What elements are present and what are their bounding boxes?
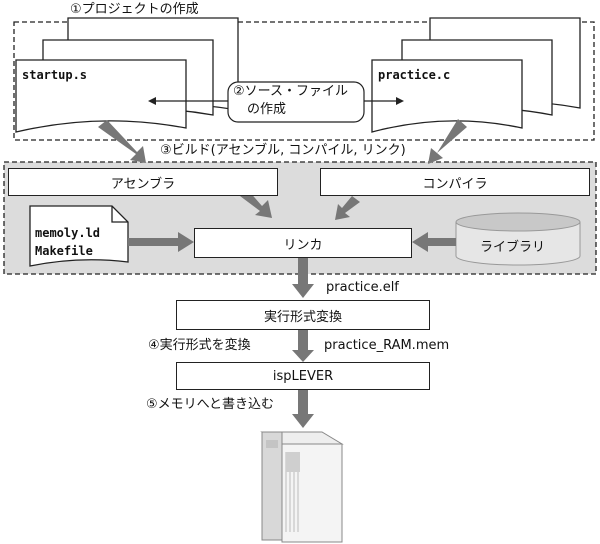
- makefile-filename: Makefile: [35, 244, 93, 258]
- step2-label-line2: の作成: [247, 102, 287, 117]
- project-area: [13, 21, 595, 141]
- step2-bubble: [227, 81, 365, 123]
- linker-box: リンカ: [194, 228, 412, 258]
- library-label: ライブラリ: [480, 240, 546, 255]
- linker-script-document: [29, 205, 129, 267]
- step1-label: ①プロジェクトの作成: [70, 2, 199, 17]
- flow-arrows: [98, 119, 467, 428]
- isplever-label: ispLEVER: [272, 368, 334, 384]
- mem-output-label: practice_RAM.mem: [324, 338, 450, 353]
- elf-output-label: practice.elf: [326, 280, 399, 295]
- assembler-box: アセンブラ: [8, 168, 278, 196]
- compiler-label: コンパイラ: [422, 176, 488, 192]
- linker-label: リンカ: [283, 237, 323, 253]
- step5-label: ⑤メモリへと書き込む: [146, 397, 275, 412]
- compiler-box: コンパイラ: [320, 168, 590, 196]
- server-icon: [260, 431, 344, 543]
- step2-label-line1: ②ソース・ファイル: [233, 84, 349, 99]
- converter-label: 実行形式変換: [263, 309, 342, 325]
- practice-document-stack: [371, 17, 581, 133]
- practice-filename: practice.c: [378, 68, 451, 82]
- library-cylinder: [455, 212, 581, 266]
- step4-label: ④実行形式を変換: [148, 338, 251, 353]
- startup-document-stack: [15, 17, 239, 133]
- startup-filename: startup.s: [22, 68, 88, 82]
- assembler-label: アセンブラ: [110, 176, 176, 192]
- isplever-box: ispLEVER: [176, 362, 430, 390]
- memoly-filename: memoly.ld: [35, 226, 101, 240]
- converter-box: 実行形式変換: [176, 300, 430, 330]
- step3-label: ③ビルド(アセンブル, コンパイル, リンク): [160, 143, 406, 158]
